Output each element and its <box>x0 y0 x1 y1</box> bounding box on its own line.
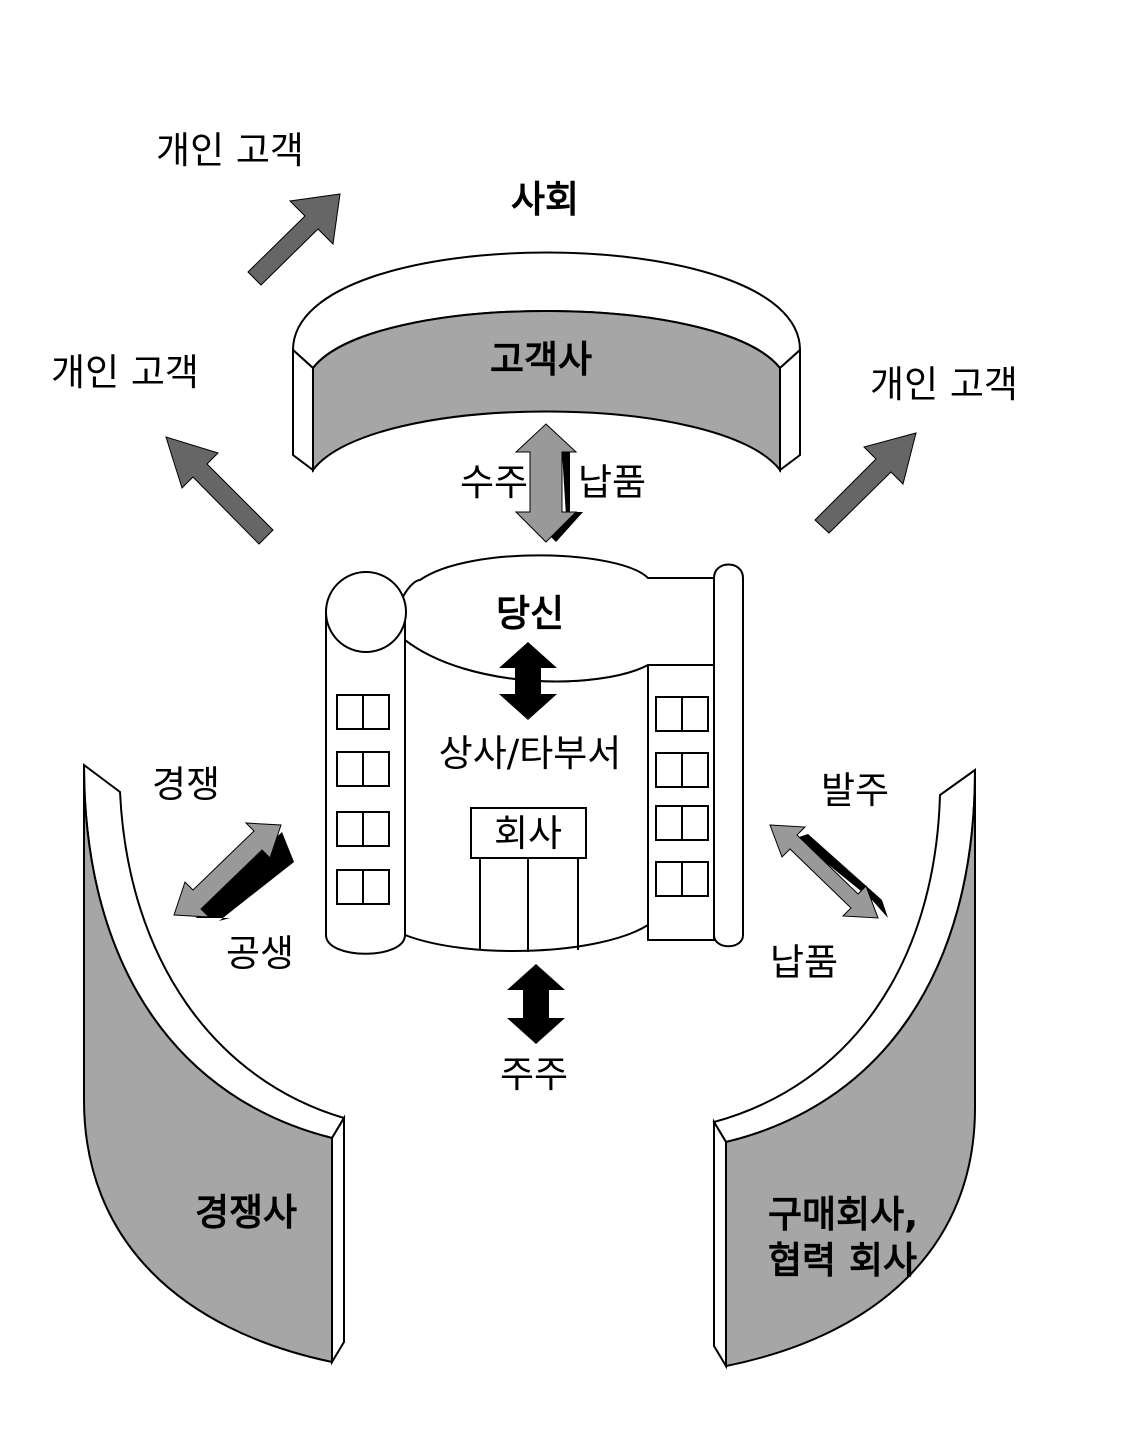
arrow-to-individual-customer-left <box>165 436 274 545</box>
competition-arrow <box>173 822 282 918</box>
individual-customer-right-label: 개인 고객 <box>870 363 1018 406</box>
building-doors <box>479 858 579 952</box>
building-right-column <box>713 563 744 948</box>
coexistence-label: 공생 <box>226 932 294 975</box>
company-sign-label: 회사 <box>494 812 562 855</box>
company-sign-box <box>470 807 587 859</box>
buyer-label-line1: 구매회사, <box>768 1193 918 1236</box>
building-left-column-cap <box>325 571 407 653</box>
buyer-band-end <box>713 1118 727 1370</box>
individual-customer-top-label: 개인 고객 <box>156 129 304 172</box>
arrow-to-individual-customer-top <box>247 193 341 286</box>
delivery-right-label: 납품 <box>770 941 838 984</box>
order-place-label: 발주 <box>821 769 889 812</box>
company-building <box>325 554 744 955</box>
competition-label: 경쟁 <box>152 763 220 806</box>
arrow-to-individual-customer-right <box>814 432 917 534</box>
shareholders-arrow <box>507 964 565 1044</box>
you-boss-arrow <box>499 642 557 720</box>
buyer-band <box>712 768 977 1370</box>
competitor-label: 경쟁사 <box>195 1191 297 1234</box>
delivery-top-label: 납품 <box>578 461 646 504</box>
customer-company-band <box>291 251 802 473</box>
competitor-band <box>82 762 346 1366</box>
order-receive-label: 수주 <box>460 461 528 504</box>
buyer-label-line2: 협력 회사 <box>768 1239 917 1282</box>
you-label: 당신 <box>496 592 564 635</box>
customer-band-right-edge <box>779 347 801 472</box>
order-arrow <box>769 824 879 919</box>
right-windows <box>655 696 709 897</box>
competitor-band-end <box>331 1114 345 1366</box>
society-label: 사회 <box>511 178 579 221</box>
order-delivery-arrow <box>514 423 578 543</box>
left-windows <box>336 694 390 905</box>
customer-band-left-edge <box>292 347 314 472</box>
shareholders-label: 주주 <box>500 1053 568 1096</box>
order-delivery-arrow-shadow <box>548 452 583 542</box>
individual-customer-left-label: 개인 고객 <box>51 351 199 394</box>
customer-company-label: 고객사 <box>490 338 592 381</box>
boss-departments-label: 상사/타부서 <box>439 732 622 775</box>
